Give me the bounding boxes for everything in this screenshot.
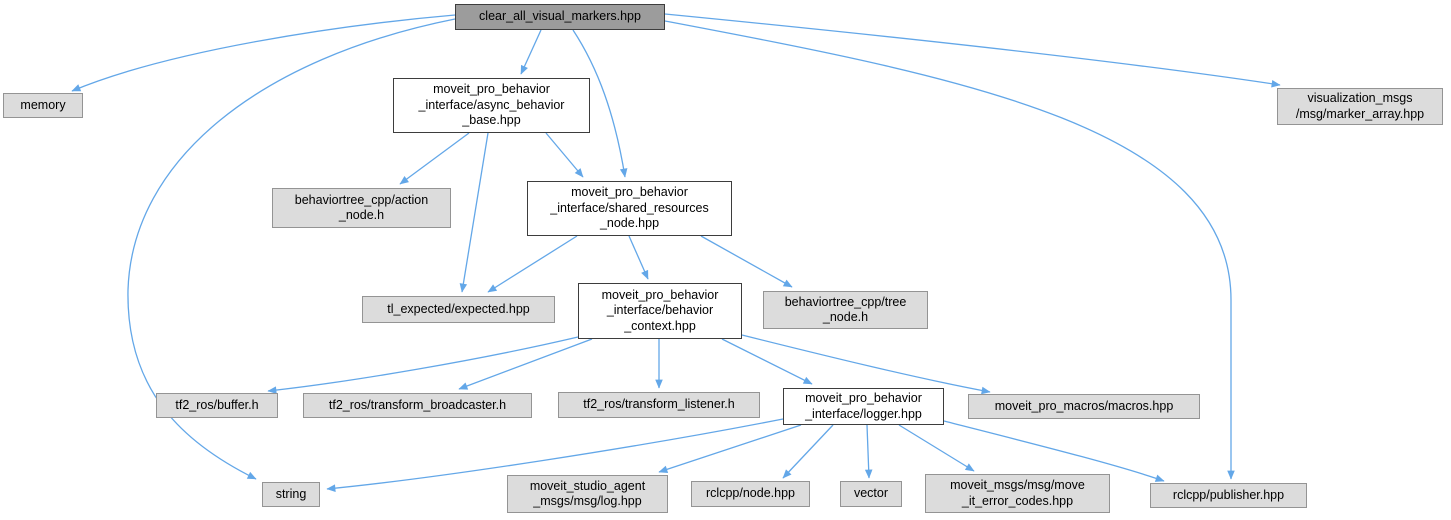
node-tree-node[interactable]: behaviortree_cpp/tree_node.h [763,291,928,329]
node-label-line: _interface/behavior [606,303,714,318]
node-tf2-transform-broadcaster[interactable]: tf2_ros/transform_broadcaster.h [303,393,532,418]
node-moveit-error-codes[interactable]: moveit_msgs/msg/move_it_error_codes.hpp [925,474,1110,513]
node-label-line: memory [20,97,66,112]
edge-logger-to-vector [864,424,873,479]
node-label-line: _node.h [822,310,869,324]
node-label-line: _msgs/msg/log.hpp [533,494,642,508]
node-vector[interactable]: vector [840,481,902,507]
edge-logger-to-moveit-error-codes [898,424,975,472]
node-marker-array[interactable]: visualization_msgs/msg/marker_array.hpp [1277,88,1443,125]
node-label-line: _interface/shared_resources [550,200,709,215]
node-agent-log[interactable]: moveit_studio_agent_msgs/msg/log.hpp [507,475,668,513]
node-label-line: _it_error_codes.hpp [961,493,1074,508]
node-label-line: tf2_ros/transform_listener.h [583,397,735,412]
edge-shared-resources-node-to-tree-node [700,235,793,288]
node-label-line: rclcpp/publisher.hpp [1172,487,1285,502]
edge-logger-to-rclcpp-publisher [943,420,1165,482]
node-shared-resources-node[interactable]: moveit_pro_behavior_interface/shared_res… [527,181,732,236]
node-label-line: tf2_ros/buffer.h [175,397,259,412]
edge-clear-all-visual-markers-to-async-behavior-base [520,29,542,75]
node-string[interactable]: string [262,482,320,507]
edge-clear-all-visual-markers-to-string [127,18,456,480]
node-rclcpp-publisher[interactable]: rclcpp/publisher.hpp [1150,483,1307,508]
edge-behavior-context-to-tf2-transform-broadcaster [458,338,593,390]
node-rclcpp-node[interactable]: rclcpp/node.hpp [691,481,810,507]
edge-behavior-context-to-macros [741,334,991,395]
node-label-line: tf2_ros/transform_broadcaster.h [328,397,507,412]
node-label-line: _interface/async_behavior [418,97,565,112]
edge-shared-resources-node-to-tl-expected [487,235,578,293]
node-label-line: clear_all_visual_markers.hpp [479,9,641,24]
edge-async-behavior-base-to-shared-resources-node [545,132,584,178]
edge-logger-to-agent-log [658,424,802,473]
node-label-line: _base.hpp [462,113,521,128]
node-label-line: moveit_pro_behavior [805,391,922,405]
edge-logger-to-rclcpp-node [782,424,834,479]
node-label-line: rclcpp/node.hpp [706,486,795,501]
node-label-line: behaviortree_cpp/action [294,192,429,207]
edge-async-behavior-base-to-action-node [399,132,470,185]
node-label-line: behaviortree_cpp/tree [784,294,907,309]
edge-clear-all-visual-markers-to-rclcpp-publisher [664,20,1235,480]
node-label-line: string [275,486,307,501]
node-label-line: visualization_msgs [1307,91,1413,105]
node-label-line: moveit_msgs/msg/move [950,478,1085,492]
edge-clear-all-visual-markers-to-shared-resources-node [572,29,628,178]
node-label-line: /msg/marker_array.hpp [1295,106,1425,121]
node-tl-expected[interactable]: tl_expected/expected.hpp [362,296,555,323]
node-label-line: vector [853,486,889,501]
node-logger[interactable]: moveit_pro_behavior_interface/logger.hpp [783,388,944,425]
node-label-line: _node.hpp [599,216,660,231]
node-clear-all-visual-markers[interactable]: clear_all_visual_markers.hpp [455,4,665,30]
node-behavior-context[interactable]: moveit_pro_behavior_interface/behavior_c… [578,283,742,339]
node-label-line: _context.hpp [624,318,696,333]
edge-clear-all-visual-markers-to-marker-array [664,13,1281,88]
node-memory[interactable]: memory [3,93,83,118]
node-label-line: moveit_pro_behavior [601,287,719,302]
edge-async-behavior-base-to-tl-expected [459,132,489,293]
edge-shared-resources-node-to-behavior-context [628,235,649,280]
node-label-line: moveit_pro_macros/macros.hpp [994,398,1174,413]
node-label-line: _node.h [338,208,385,222]
node-tf2-buffer[interactable]: tf2_ros/buffer.h [156,393,278,418]
edge-clear-all-visual-markers-to-memory [71,14,456,92]
edge-behavior-context-to-logger [721,338,813,385]
node-action-node[interactable]: behaviortree_cpp/action_node.h [272,188,451,228]
node-tf2-transform-listener[interactable]: tf2_ros/transform_listener.h [558,392,760,418]
edge-behavior-context-to-tf2-buffer [267,336,579,394]
node-async-behavior-base[interactable]: moveit_pro_behavior_interface/async_beha… [393,78,590,133]
edge-logger-to-string [326,418,784,492]
node-label-line: moveit_studio_agent [529,478,646,493]
node-label-line: _interface/logger.hpp [805,406,922,421]
node-label-line: moveit_pro_behavior [571,185,688,200]
node-label-line: tl_expected/expected.hpp [387,301,530,316]
node-macros[interactable]: moveit_pro_macros/macros.hpp [968,394,1200,419]
node-label-line: moveit_pro_behavior [433,82,550,97]
